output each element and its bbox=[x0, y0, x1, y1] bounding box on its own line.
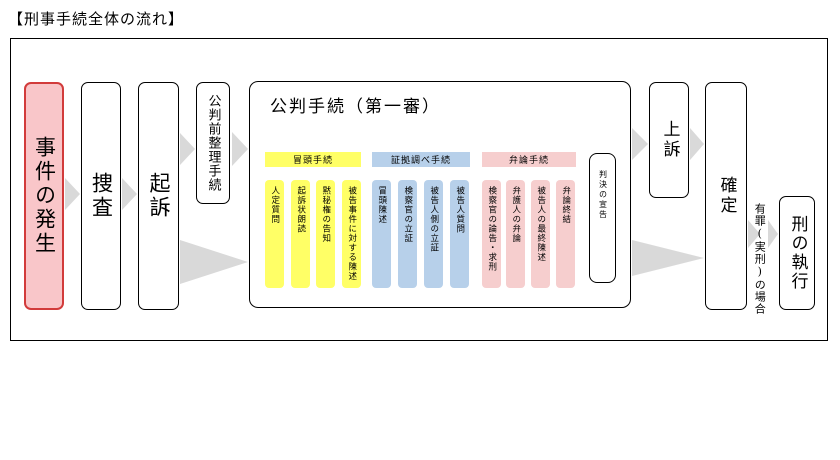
verdict-label: 判決の宣告 bbox=[598, 170, 608, 220]
step-opening-3: 黙秘権の告知 bbox=[316, 180, 335, 288]
step-argument-4: 弁論終結 bbox=[556, 180, 575, 288]
step-argument-1: 検察官の論告・求刑 bbox=[482, 180, 501, 288]
stage-appeal: 上訴 bbox=[649, 82, 689, 198]
step-argument-2: 弁護人の弁論 bbox=[506, 180, 525, 288]
stage-final-label: 確定 bbox=[716, 176, 737, 216]
arrow-kiso-trial bbox=[180, 240, 248, 284]
stage-jiken: 事件の発生 bbox=[24, 82, 64, 310]
stage-sousa-label: 捜査 bbox=[89, 172, 114, 220]
step-argument-3: 被告人の最終陳述 bbox=[531, 180, 550, 288]
arrow-pretrial-trial bbox=[232, 132, 248, 166]
page-title: 【刑事手続全体の流れ】 bbox=[8, 10, 185, 28]
conviction-note: 有罪(実刑)の場合 bbox=[753, 203, 767, 315]
step-evidence-3: 被告人側の立証 bbox=[424, 180, 443, 288]
flow-frame bbox=[10, 38, 828, 341]
stage-execution-label: 刑の執行 bbox=[787, 215, 808, 291]
trial-title: 公判手続（第一審） bbox=[270, 97, 441, 117]
group-header-argument: 弁論手続 bbox=[482, 152, 576, 167]
step-evidence-2: 検察官の立証 bbox=[398, 180, 417, 288]
arrow-appeal-final bbox=[690, 128, 704, 160]
stage-jiken-label: 事件の発生 bbox=[32, 136, 57, 256]
step-opening-1: 人定質問 bbox=[265, 180, 284, 288]
stage-sousa: 捜査 bbox=[81, 82, 121, 310]
arrow-sousa-kiso bbox=[122, 178, 137, 210]
stage-pretrial: 公判前整理手続 bbox=[196, 82, 230, 204]
step-evidence-1: 冒頭陳述 bbox=[372, 180, 391, 288]
arrow-trial-final bbox=[632, 240, 704, 276]
verdict-box: 判決の宣告 bbox=[589, 153, 616, 283]
arrow-kiso-pretrial bbox=[180, 133, 195, 165]
step-evidence-4: 被告人質問 bbox=[450, 180, 469, 288]
stage-execution: 刑の執行 bbox=[779, 196, 815, 310]
step-opening-2: 起訴状朗読 bbox=[291, 180, 310, 288]
group-header-opening: 冒頭手続 bbox=[265, 152, 361, 167]
group-header-evidence: 証拠調べ手続 bbox=[372, 152, 470, 167]
stage-kiso-label: 起訴 bbox=[147, 172, 171, 220]
stage-pretrial-label: 公判前整理手続 bbox=[205, 94, 221, 192]
arrow-final-execution bbox=[748, 220, 760, 248]
stage-final: 確定 bbox=[705, 82, 747, 310]
arrow-jiken-sousa bbox=[65, 178, 80, 210]
arrow-note-execution bbox=[768, 220, 778, 248]
arrow-trial-appeal bbox=[632, 128, 648, 160]
stage-appeal-label: 上訴 bbox=[659, 120, 680, 160]
step-opening-4: 被告事件に対する陳述 bbox=[342, 180, 361, 288]
stage-kiso: 起訴 bbox=[138, 82, 179, 310]
trial-box: 公判手続（第一審） 冒頭手続 証拠調べ手続 弁論手続 人定質問 起訴状朗読 黙秘… bbox=[249, 81, 631, 308]
